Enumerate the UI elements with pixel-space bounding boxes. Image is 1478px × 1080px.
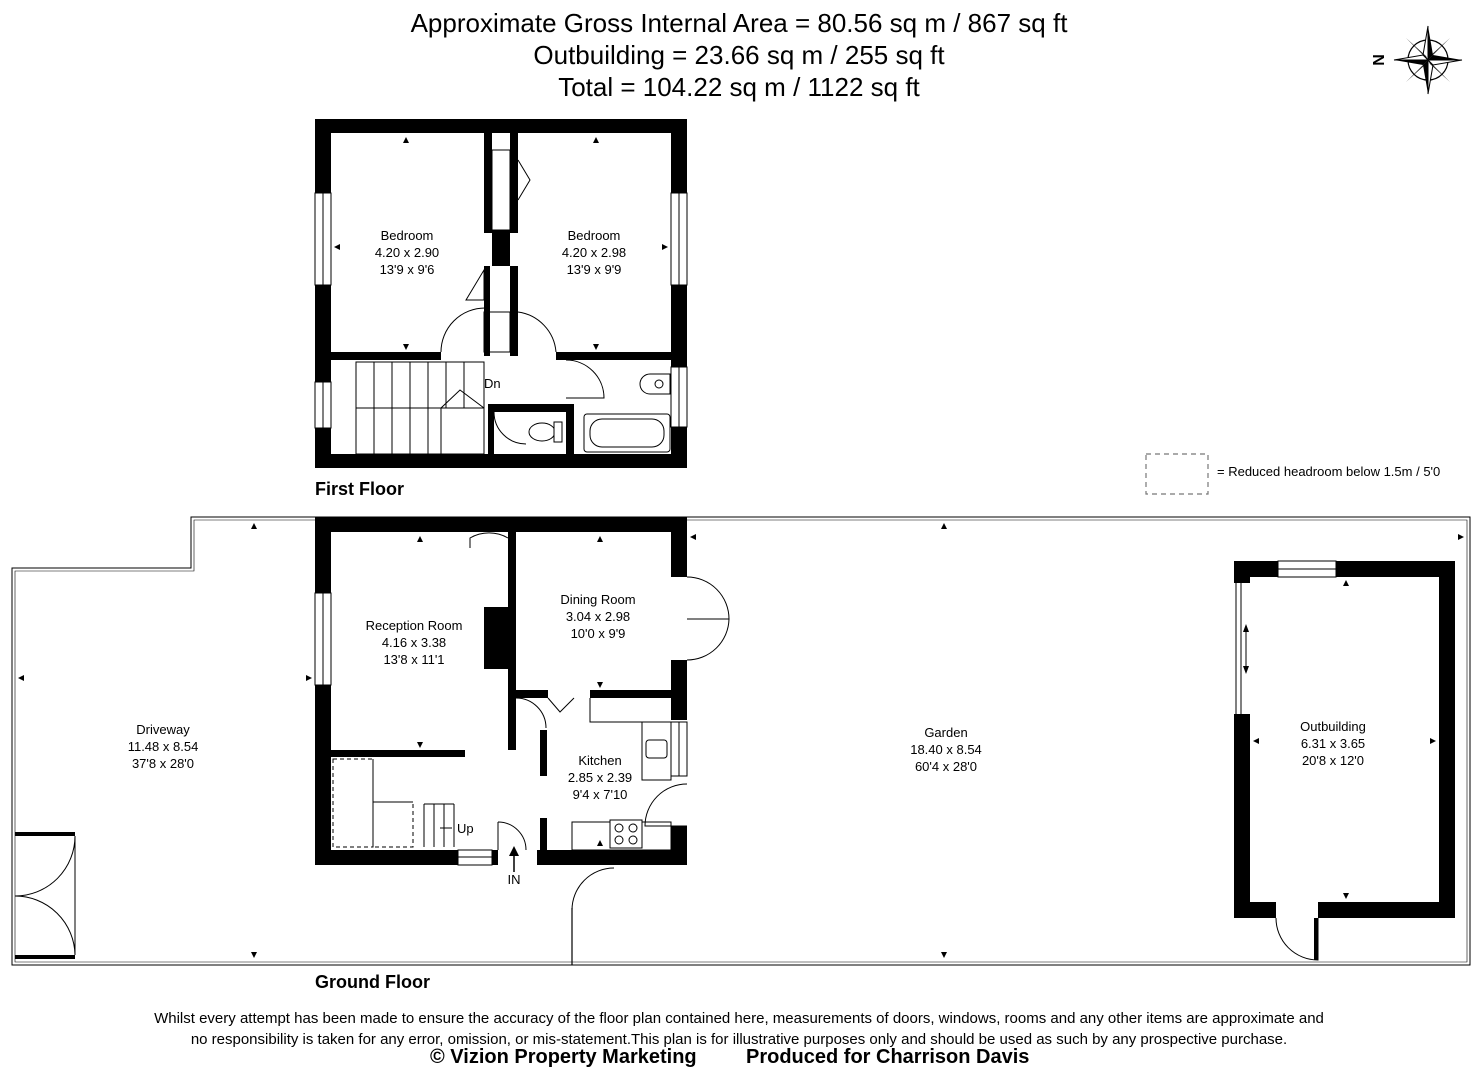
room-size-imperial: 20'8 x 12'0 <box>1302 753 1364 768</box>
stairs-down-label: Dn <box>484 376 501 391</box>
first-floor-stairs <box>355 361 485 455</box>
room-size-metric: 4.20 x 2.98 <box>562 245 626 260</box>
outbuilding-plan <box>1234 560 1455 961</box>
copyright-text: © Vizion Property Marketing <box>430 1046 697 1068</box>
room-size-metric: 6.31 x 3.65 <box>1301 736 1365 751</box>
compass-icon <box>1393 25 1463 95</box>
room-label-kitchen: Kitchen 2.85 x 2.39 9'4 x 7'10 <box>568 753 632 802</box>
entrance-label: IN <box>508 872 521 887</box>
room-size-imperial: 9'4 x 7'10 <box>573 787 628 802</box>
kitchen-worktop <box>571 698 672 851</box>
bath-icon <box>583 413 671 453</box>
disclaimer-line-2: no responsibility is taken for any error… <box>190 1031 1288 1048</box>
basin-icon <box>639 373 671 395</box>
room-label-dining-room: Dining Room 3.04 x 2.98 10'0 x 9'9 <box>560 592 635 641</box>
room-name: Dining Room <box>560 592 635 607</box>
room-label-bedroom-2: Bedroom 4.20 x 2.98 13'9 x 9'9 <box>562 228 626 277</box>
room-size-imperial: 60'4 x 28'0 <box>915 759 977 774</box>
room-size-metric: 3.04 x 2.98 <box>566 609 630 624</box>
total-area-line: Total = 104.22 sq m / 1122 sq ft <box>558 72 920 102</box>
legend-dashed-box <box>1145 453 1209 495</box>
room-size-imperial: 37'8 x 28'0 <box>132 756 194 771</box>
legend-text: = Reduced headroom below 1.5m / 5'0 <box>1217 464 1441 479</box>
room-name: Bedroom <box>381 228 434 243</box>
hob-icon <box>609 819 643 849</box>
room-size-metric: 18.40 x 8.54 <box>910 742 982 757</box>
room-name: Kitchen <box>578 753 621 768</box>
room-size-metric: 4.16 x 3.38 <box>382 635 446 650</box>
room-name: Outbuilding <box>1300 719 1366 734</box>
disclaimer-line-1: Whilst every attempt has been made to en… <box>154 1010 1324 1027</box>
first-floor-plan <box>314 119 688 468</box>
ground-floor-title: Ground Floor <box>315 972 430 992</box>
toilet-icon <box>528 421 563 443</box>
room-size-metric: 11.48 x 8.54 <box>128 739 199 754</box>
room-size-imperial: 13'9 x 9'6 <box>380 262 435 277</box>
gross-area-line: Approximate Gross Internal Area = 80.56 … <box>410 8 1068 38</box>
room-size-metric: 4.20 x 2.90 <box>375 245 439 260</box>
first-floor-title: First Floor <box>315 479 404 499</box>
room-name: Driveway <box>136 722 190 737</box>
ground-floor-stairs <box>332 758 455 848</box>
room-name: Garden <box>924 725 967 740</box>
outbuilding-area-line: Outbuilding = 23.66 sq m / 255 sq ft <box>533 40 945 70</box>
produced-for-text: Produced for Charrison Davis <box>746 1046 1030 1068</box>
room-label-garden: Garden 18.40 x 8.54 60'4 x 28'0 <box>910 725 982 774</box>
stairs-up-label: Up <box>457 821 474 836</box>
ground-floor-dimension-ticks <box>18 523 1464 958</box>
room-name: Reception Room <box>366 618 463 633</box>
compass-north-label: N <box>1371 54 1388 66</box>
room-size-metric: 2.85 x 2.39 <box>568 770 632 785</box>
room-label-bedroom-1: Bedroom 4.20 x 2.90 13'9 x 9'6 <box>375 228 439 277</box>
room-size-imperial: 13'8 x 11'1 <box>383 652 444 667</box>
room-name: Bedroom <box>568 228 621 243</box>
room-label-outbuilding: Outbuilding 6.31 x 3.65 20'8 x 12'0 <box>1300 719 1366 768</box>
ground-floor-plan <box>11 516 1471 966</box>
room-label-reception-room: Reception Room 4.16 x 3.38 13'8 x 11'1 <box>366 618 463 667</box>
entrance-arrow-icon <box>509 846 519 872</box>
first-floor-dimension-ticks <box>334 137 668 350</box>
room-size-imperial: 13'9 x 9'9 <box>567 262 622 277</box>
room-size-imperial: 10'0 x 9'9 <box>571 626 626 641</box>
room-label-driveway: Driveway 11.48 x 8.54 37'8 x 28'0 <box>128 722 199 771</box>
